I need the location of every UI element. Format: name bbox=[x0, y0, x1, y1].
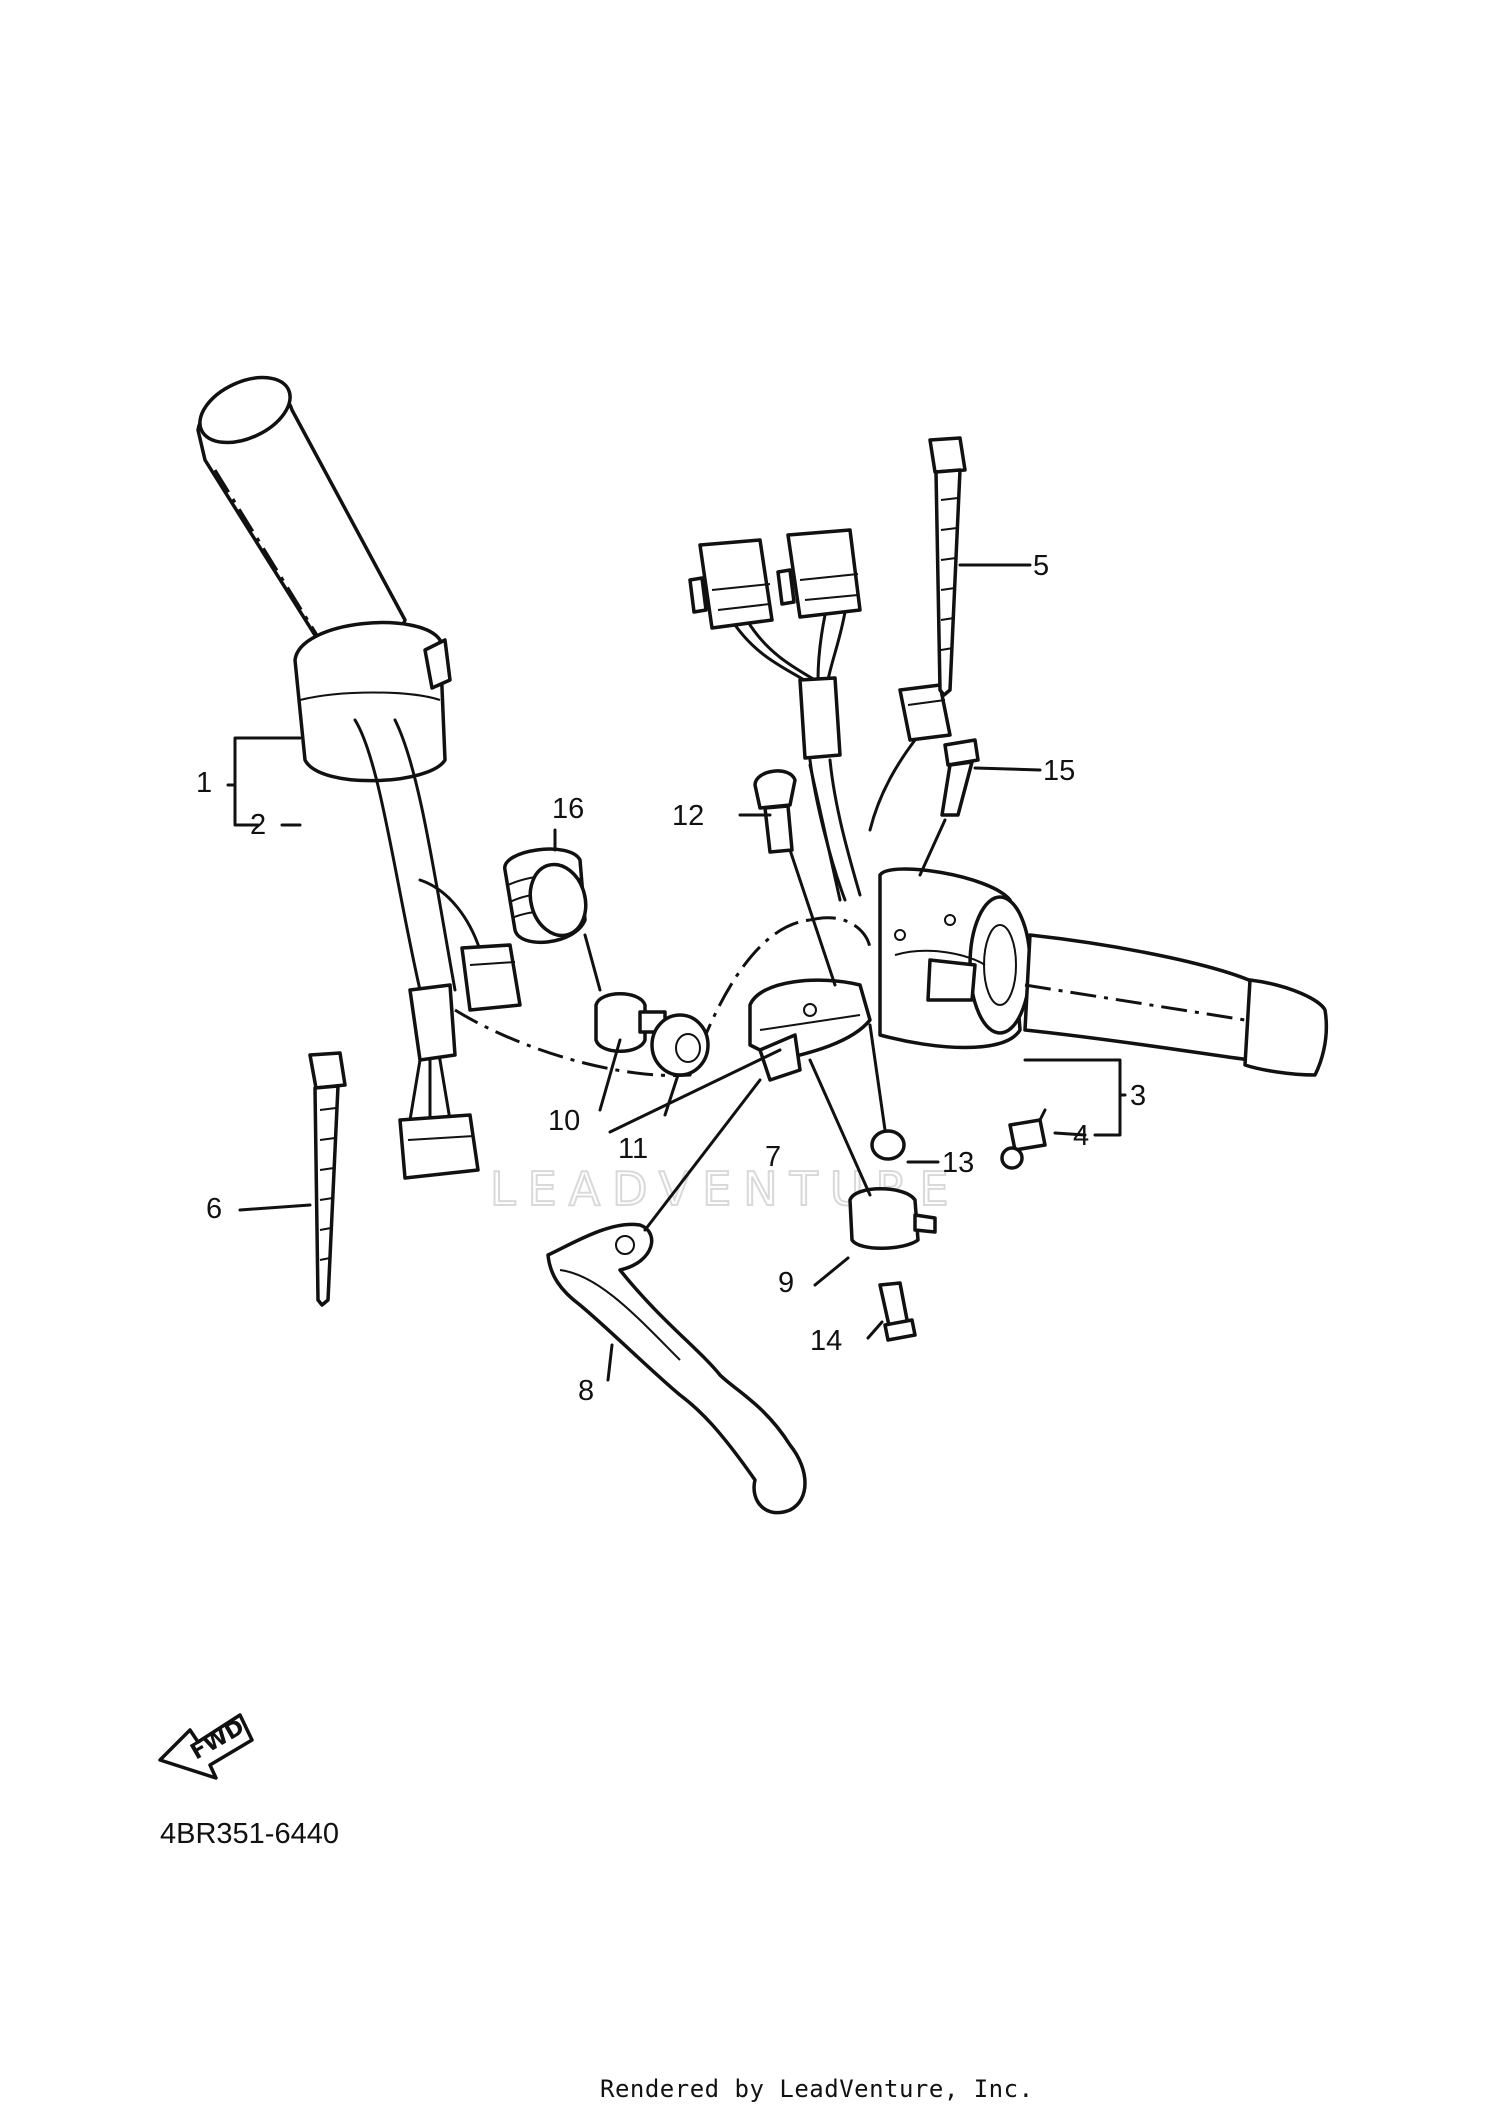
right-switch-wire-a bbox=[808, 758, 847, 902]
right-handlebar-grip bbox=[1023, 933, 1329, 1077]
callout-16: 16 bbox=[552, 793, 584, 825]
callout-15: 15 bbox=[1043, 755, 1075, 787]
diagram-code: 4BR351-6440 bbox=[160, 1818, 339, 1850]
boot-cover bbox=[503, 847, 588, 944]
callout-12: 12 bbox=[672, 800, 704, 832]
adjuster-locknut bbox=[650, 1013, 710, 1077]
left-switch-wire-harness bbox=[353, 718, 482, 1122]
callout-4: 4 bbox=[1073, 1120, 1089, 1152]
lever-bracket bbox=[748, 978, 872, 1082]
switch-screw-14 bbox=[878, 1281, 917, 1342]
callout-6: 6 bbox=[206, 1193, 222, 1225]
callout-7: 7 bbox=[765, 1141, 781, 1173]
left-handlebar-grip bbox=[196, 375, 407, 655]
switch-screw-15 bbox=[918, 738, 980, 877]
forward-direction-arrow: FWD bbox=[158, 1713, 254, 1780]
callout-10: 10 bbox=[548, 1105, 580, 1137]
callout-13: 13 bbox=[942, 1147, 974, 1179]
callout-8: 8 bbox=[578, 1375, 594, 1407]
cable-tie-right bbox=[928, 436, 967, 697]
callout-14: 14 bbox=[810, 1325, 842, 1357]
clutch-switch bbox=[808, 1058, 937, 1250]
pivot-nut bbox=[868, 1023, 906, 1161]
left-handlebar-switch bbox=[293, 620, 452, 783]
callout-5: 5 bbox=[1033, 550, 1049, 582]
callout-leaders bbox=[226, 563, 1127, 1382]
callout-3: 3 bbox=[1130, 1080, 1146, 1112]
right-switch-wire-b bbox=[828, 758, 862, 897]
switch-screw-4 bbox=[1000, 1108, 1047, 1170]
left-harness-coupler bbox=[398, 1113, 480, 1180]
footer-credit: Rendered by LeadVenture, Inc. bbox=[600, 2075, 1034, 2103]
small-coupler bbox=[868, 683, 952, 832]
lever-pivot-bolt bbox=[753, 769, 837, 987]
left-switch-connector bbox=[460, 943, 522, 1012]
right-switch-couplers bbox=[688, 528, 862, 760]
right-handlebar-switch bbox=[878, 867, 1032, 1050]
callout-2: 2 bbox=[250, 809, 266, 841]
cable-tie-left bbox=[308, 1051, 347, 1307]
callout-11: 11 bbox=[618, 1133, 648, 1165]
callout-9: 9 bbox=[778, 1267, 794, 1299]
callout-1: 1 bbox=[196, 767, 212, 799]
clutch-lever bbox=[546, 1078, 807, 1515]
